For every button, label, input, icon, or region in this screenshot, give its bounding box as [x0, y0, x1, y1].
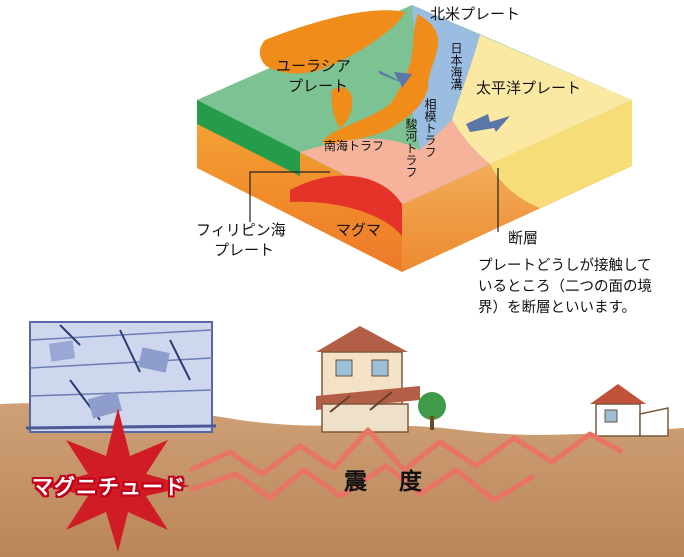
japan-trench-label: 日本海溝	[449, 42, 463, 90]
seismic-wave-lower	[189, 463, 536, 503]
magma-label: マグマ	[336, 221, 382, 239]
fault-label: 断層	[508, 229, 539, 247]
eurasia-landmass	[259, 10, 405, 74]
philippine-sea-plate-surface	[300, 120, 490, 204]
plate-motion-arrow-east	[466, 114, 510, 132]
intact-house	[590, 384, 669, 437]
pacific-plate-slab	[490, 100, 632, 208]
pacific-plate-label: 太平洋プレート	[476, 79, 582, 97]
epicenter-burst	[44, 408, 190, 552]
fault-explanation-line3: 界）を断層といいます。	[478, 300, 637, 317]
north-american-plate-label: 北米プレート	[430, 5, 521, 23]
leader-lines	[249, 168, 499, 232]
sagami-trough-label: 相模トラフ	[423, 98, 437, 158]
fault-explanation-line1: プレートどうしが接触して	[478, 258, 652, 274]
plate-motion-arrow-west	[378, 70, 412, 88]
fault-explanation: プレートどうしが接触して いるところ（二つの面の境 界）を断層といいます。	[478, 256, 678, 319]
eurasian-plate-label-line2: プレート	[288, 77, 349, 95]
magma-zone	[290, 175, 402, 236]
eurasian-plate-edge	[197, 100, 300, 176]
philippine-leader	[249, 171, 330, 222]
seismic-wave-upper	[188, 427, 624, 477]
seismic-waves	[188, 427, 624, 503]
seismic-intensity-label: 震 度	[344, 469, 435, 495]
eurasian-plate-label-line1: ユーラシア	[276, 57, 351, 75]
suruga-trough-label: 駿河トラフ	[404, 118, 418, 178]
philippine-plate-label-line2: プレート	[214, 241, 275, 259]
korea-peninsula	[331, 87, 353, 128]
magnitude-label: マグニチュード	[32, 475, 186, 499]
fault-explanation-line2: いるところ（二つの面の境	[478, 279, 652, 296]
damaged-house	[316, 326, 446, 433]
japan-islands	[322, 14, 439, 144]
pacific-plate-surface	[452, 35, 632, 164]
philippine-plate-label-line1: フィリピン海	[196, 221, 286, 239]
collapsed-building	[25, 321, 217, 433]
plate-block	[197, 5, 632, 272]
nankai-trough-label: 南海トラフ	[324, 139, 385, 153]
